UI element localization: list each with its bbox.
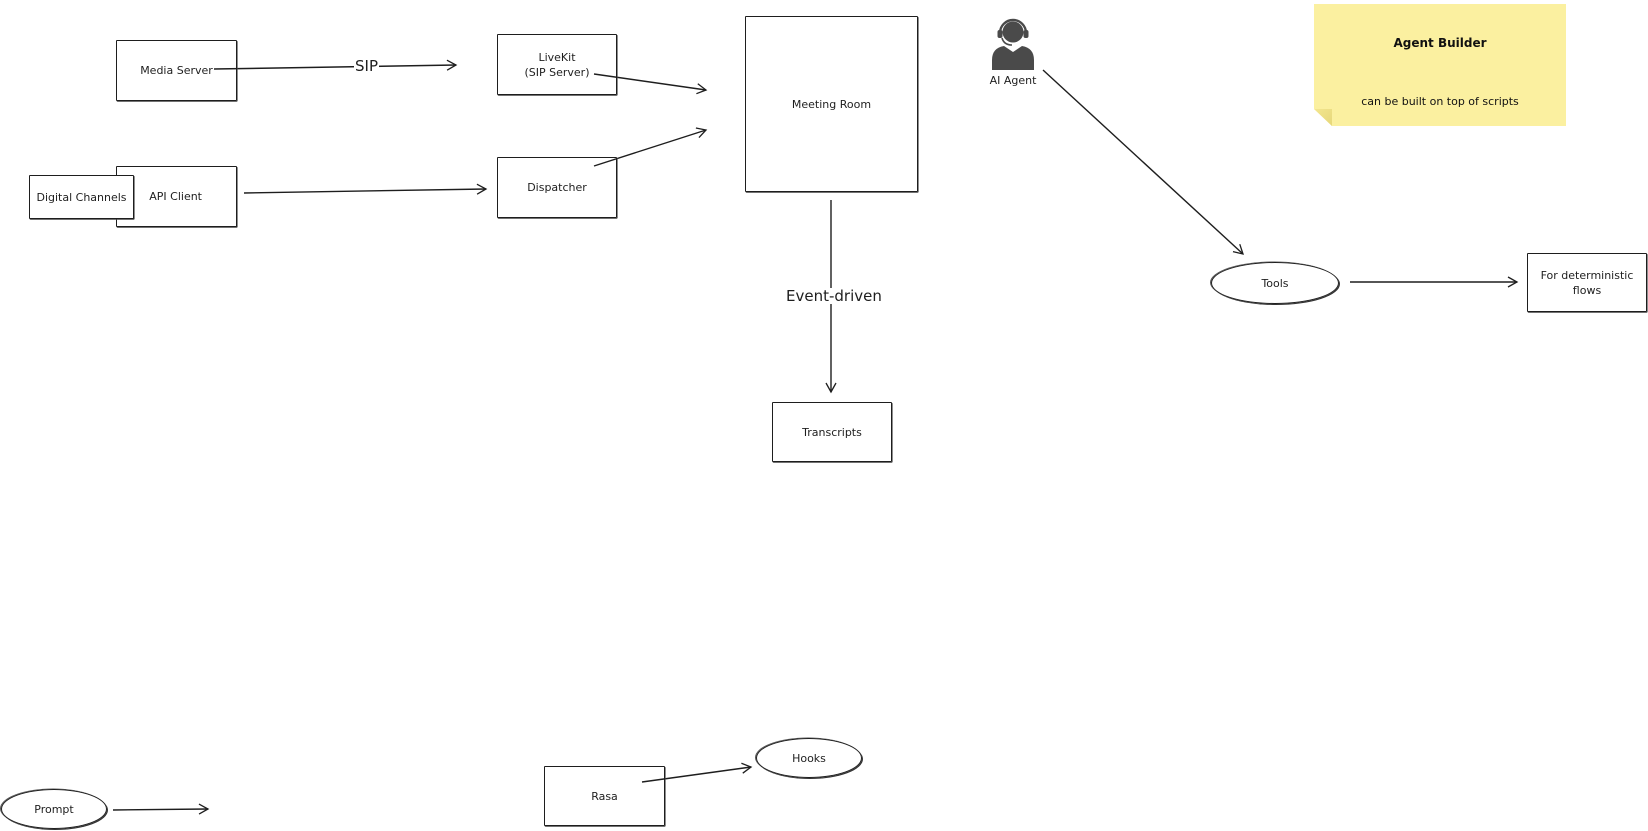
edge-media-server-livekit (213, 59, 458, 71)
node-label: Meeting Room (791, 97, 872, 111)
edge-ai-agent-tools (1042, 69, 1244, 255)
node-dispatcher[interactable]: Dispatcher (497, 157, 617, 218)
node-meeting-room[interactable]: Meeting Room (745, 16, 918, 192)
node-label: Transcripts (802, 425, 862, 439)
node-label: API Client (149, 190, 202, 203)
edge-label-sip: SIP (354, 57, 379, 75)
node-label: LiveKit (SIP Server) (524, 50, 590, 79)
node-label: Digital Channels (36, 190, 127, 204)
node-deterministic-flows[interactable]: For deterministic flows (1527, 253, 1647, 312)
edge-label-event-driven: Event-driven (785, 287, 883, 305)
sticky-note-fold (1314, 109, 1332, 126)
ai-agent-label: AI Agent (989, 74, 1037, 87)
ai-agent-icon[interactable] (988, 14, 1038, 70)
node-api-client[interactable]: API Client (116, 166, 237, 227)
node-transcripts[interactable]: Transcripts (772, 402, 892, 462)
node-livekit[interactable]: LiveKit (SIP Server) (497, 34, 617, 95)
node-digital-channels[interactable]: Digital Channels (29, 175, 134, 219)
node-label: Rasa (591, 789, 618, 803)
node-label: For deterministic flows (1540, 268, 1634, 297)
node-hooks[interactable]: Hooks (756, 738, 862, 778)
node-label: Dispatcher (527, 181, 587, 194)
sticky-note-body: can be built on top of scripts (1361, 95, 1519, 108)
node-rasa[interactable]: Rasa (544, 766, 665, 826)
node-tools[interactable]: Tools (1211, 262, 1339, 304)
edge-prompt-out (112, 803, 210, 815)
node-prompt[interactable]: Prompt (1, 789, 107, 829)
node-media-server[interactable]: Media Server (116, 40, 237, 101)
node-label: Tools (1261, 276, 1289, 290)
node-label: Media Server (140, 64, 213, 77)
node-label: Hooks (792, 751, 826, 765)
node-label: Prompt (34, 802, 74, 816)
sticky-note[interactable] (1314, 4, 1566, 126)
edge-api-client-dispatcher (243, 183, 488, 195)
sticky-note-title: Agent Builder (1393, 36, 1487, 50)
